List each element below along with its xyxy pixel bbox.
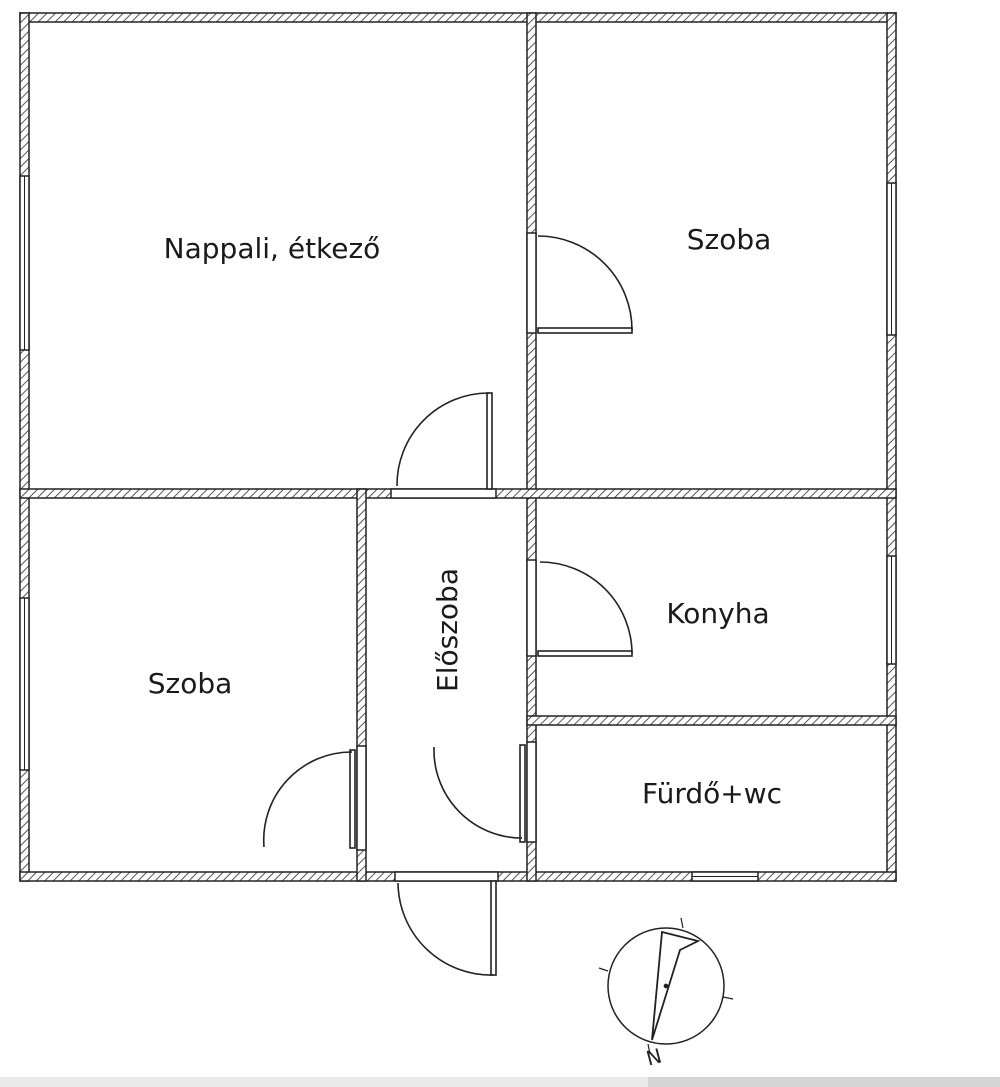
opening-kitchen <box>526 559 537 657</box>
label-living: Nappali, étkező <box>164 232 381 265</box>
compass: N <box>598 917 734 1071</box>
window-center-lines <box>24 176 892 877</box>
bottom-scroll-thumb <box>648 1077 1000 1087</box>
bottom-scroll-bar <box>0 1077 1000 1087</box>
wall-hall-left <box>356 488 367 882</box>
outer-walls <box>19 12 897 882</box>
compass-north-label: N <box>644 1044 665 1071</box>
label-bathroom: Fürdő+wc <box>642 777 782 810</box>
doors <box>262 235 633 976</box>
opening-living <box>390 488 497 499</box>
door-room-right <box>537 235 633 334</box>
label-kitchen: Konyha <box>666 597 769 630</box>
opening-bathroom <box>526 741 537 843</box>
wall-right <box>886 12 897 882</box>
door-openings <box>356 232 537 882</box>
interior-walls <box>19 12 897 882</box>
door-living <box>396 392 493 490</box>
label-hall: Előszoba <box>431 568 464 692</box>
opening-room-right <box>526 232 537 334</box>
label-room-left: Szoba <box>148 667 233 700</box>
compass-needle <box>651 930 701 1041</box>
wall-top <box>19 12 897 23</box>
door-bathroom <box>433 744 526 843</box>
windows <box>19 175 897 882</box>
compass-ring <box>607 927 725 1045</box>
label-room-right: Szoba <box>687 223 772 256</box>
room-labels: Nappali, étkező Szoba Szoba Konyha Fürdő… <box>148 223 782 810</box>
compass-ticks <box>598 917 734 1055</box>
wall-kitchen-bath <box>526 715 897 726</box>
door-room-left <box>262 749 356 849</box>
opening-entrance <box>394 871 499 882</box>
wall-vertical-center <box>526 12 537 882</box>
door-entrance <box>397 880 497 976</box>
door-kitchen <box>537 561 633 657</box>
opening-room-left <box>356 745 367 851</box>
